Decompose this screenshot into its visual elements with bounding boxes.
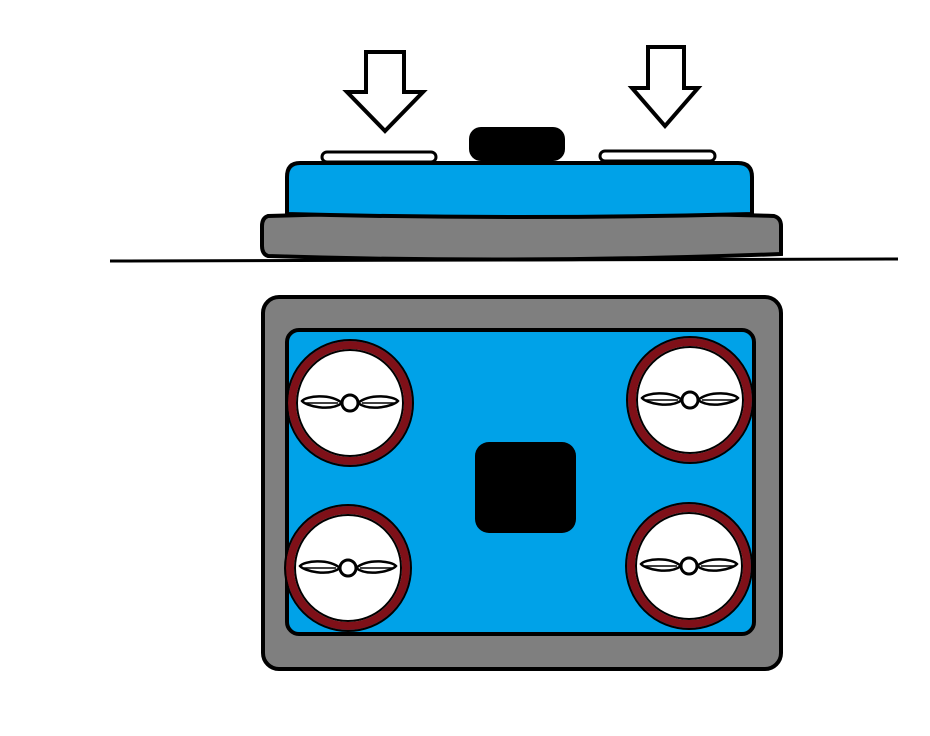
rotor-rear-right [625, 502, 753, 630]
rotor-guard-outline [286, 339, 414, 467]
rotor-disc-side [320, 150, 438, 164]
rotor-guard-outline [625, 502, 753, 630]
frame-base-side [260, 210, 783, 262]
down-arrow-icon [342, 50, 428, 134]
rotor-rear-left [284, 504, 412, 632]
sensor-bump-side [469, 127, 565, 161]
rotor-guard-inner-outline [635, 512, 743, 620]
rotor-disc-side [598, 149, 717, 163]
rotor-front-left [286, 339, 414, 467]
down-arrow-icon [627, 45, 703, 130]
propeller-icon [640, 390, 740, 410]
side-view [109, 45, 899, 263]
propeller-icon [300, 393, 400, 413]
rotor-guard-outline [626, 336, 754, 464]
propeller-icon [298, 558, 398, 578]
rotor-group [284, 336, 754, 632]
propeller-icon [639, 556, 739, 576]
top-view [261, 295, 783, 671]
rotor-guard-inner-outline [636, 346, 744, 454]
drone-body-side [285, 161, 754, 219]
center-module [475, 442, 576, 533]
rotor-front-right [626, 336, 754, 464]
rotor-guard-inner-outline [294, 514, 402, 622]
rotor-guard-outline [284, 504, 412, 632]
rotor-guard-inner-outline [296, 349, 404, 457]
